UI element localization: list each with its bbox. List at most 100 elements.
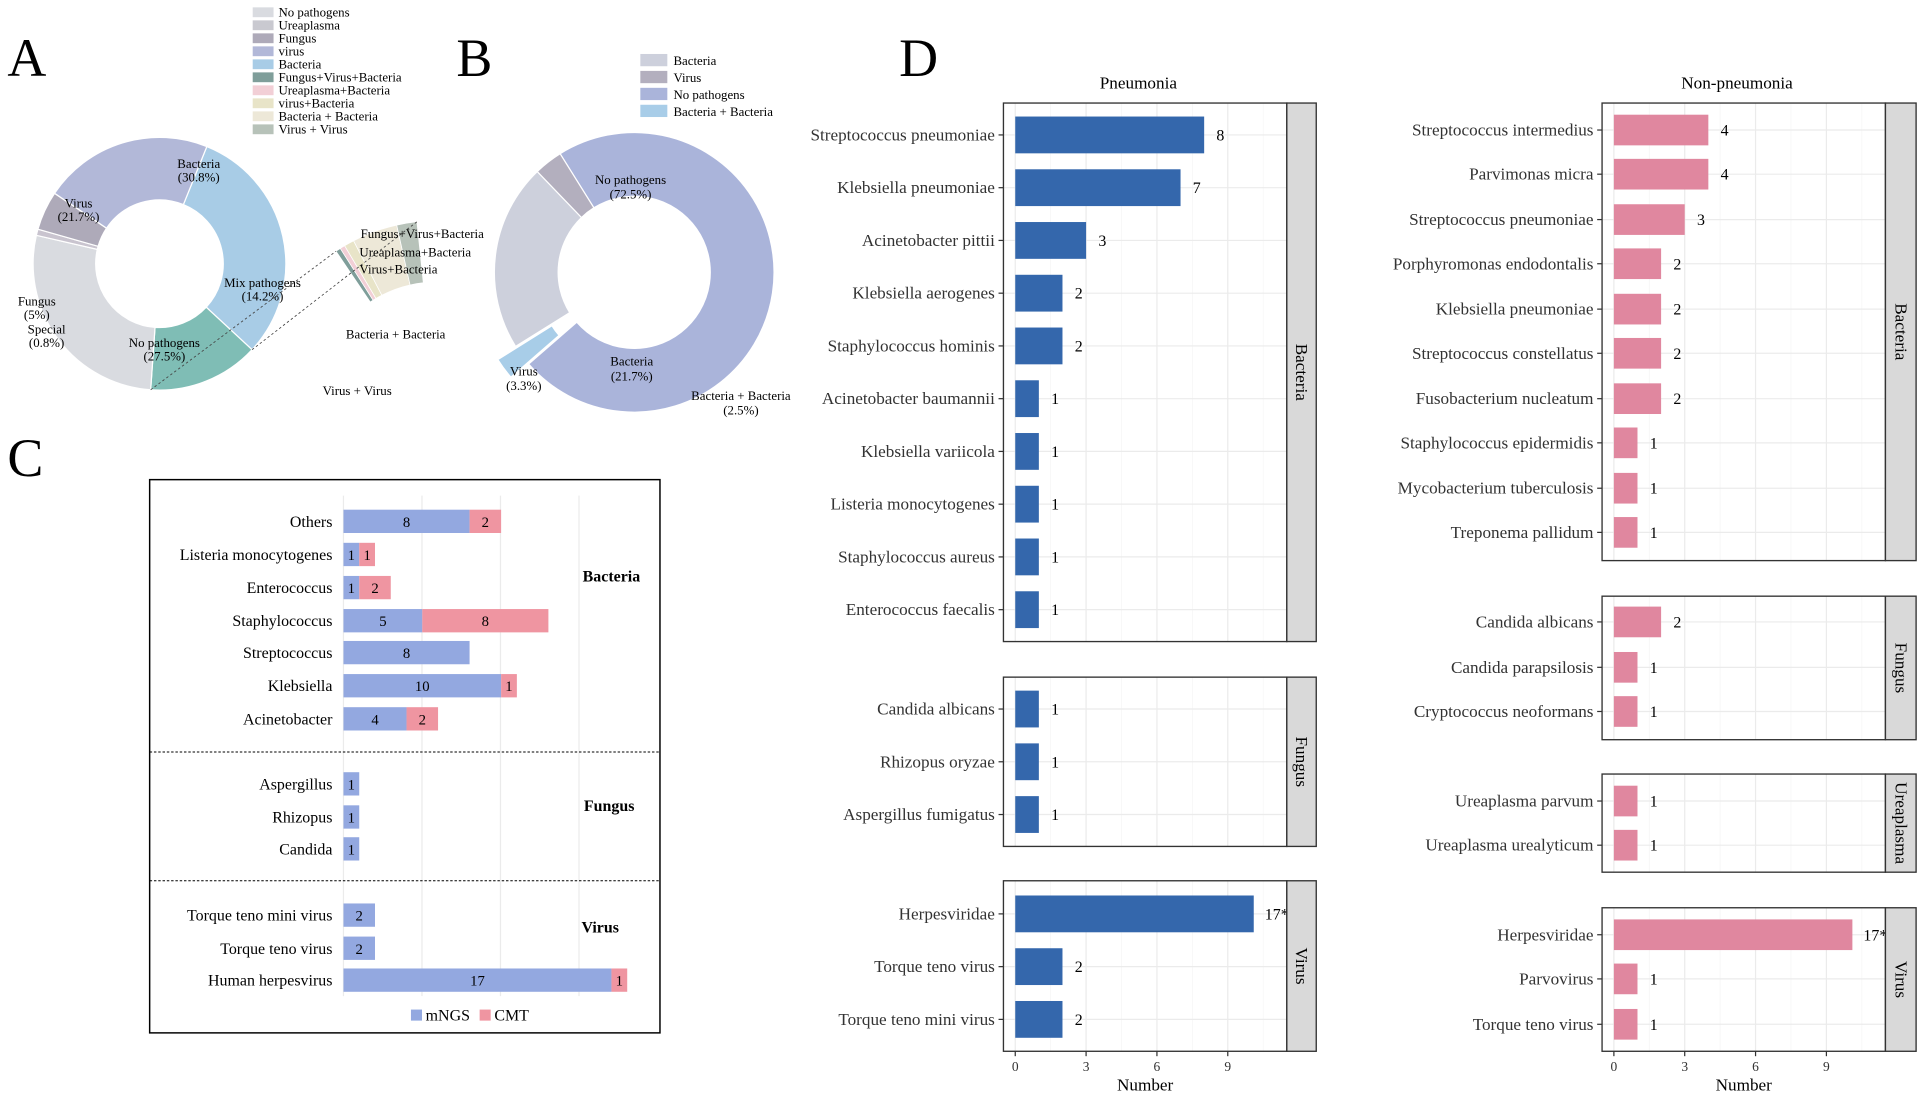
bar-value-herpesviridae: 17* (1863, 927, 1887, 944)
bar-cmt-value-acinetobacter: 2 (419, 712, 426, 728)
bar-value-candida-albicans: 2 (1673, 614, 1681, 631)
bar-klebsiella-variicola (1015, 433, 1039, 470)
bar-cmt-value-staphylococcus: 8 (482, 614, 489, 630)
bar-porphyromonas-endodontalis (1613, 248, 1662, 280)
bar-torque-teno-mini-virus (1015, 1000, 1063, 1038)
xtick-label-9: 9 (1823, 1059, 1830, 1074)
bar-herpesviridae (1015, 895, 1254, 933)
row-label-herpesviridae: Herpesviridae (899, 904, 996, 923)
bar-streptococcus-pneumoniae (1613, 204, 1685, 235)
slice-label-bacteria: Bacteria (610, 355, 653, 369)
slice-pct-special: (0.8%) (29, 336, 64, 350)
bar-mngs-value-streptococcus: 8 (403, 646, 410, 662)
panel-a-donut: No pathogensUreaplasmaFungusvirusBacteri… (18, 6, 484, 398)
row-label-streptococcus: Streptococcus (243, 645, 332, 662)
x-axis-title: Number (1117, 1076, 1174, 1095)
slice-pct-no-pathogens: (27.5%) (143, 350, 185, 364)
bar-acinetobacter-pittii (1015, 222, 1087, 259)
row-label-listeria-monocytogenes: Listeria monocytogenes (830, 495, 995, 514)
row-label-torque-teno-mini-virus: Torque teno mini virus (187, 908, 332, 925)
slice-label-fungus: Fungus (18, 294, 56, 308)
breakdown-label-ureaplasma-bacteria: Ureaplasma+Bacteria (359, 245, 471, 259)
legend-label-bacteria-bacteria: Bacteria + Bacteria (673, 105, 773, 119)
legend-swatch-mngs (410, 1009, 422, 1021)
row-label-mycobacterium-tuberculosis: Mycobacterium tuberculosis (1398, 479, 1594, 498)
slice-pct-bacteria: (30.8%) (178, 171, 220, 185)
panel-c-frame (148, 478, 661, 1034)
bar-mngs-value-aspergillus: 1 (348, 777, 355, 793)
bar-klebsiella-pneumoniae (1015, 169, 1181, 207)
legend-label-bacteria-bacteria: Bacteria + Bacteria (278, 110, 378, 124)
legend-swatch-ureaplasma-bacteria (252, 85, 274, 96)
bar-value-mycobacterium-tuberculosis: 1 (1650, 481, 1658, 498)
legend-swatch-virus-bacteria (252, 98, 274, 109)
connector-bottom (150, 250, 337, 391)
bar-value-acinetobacter-pittii: 3 (1098, 233, 1106, 250)
bar-value-fusobacterium-nucleatum: 2 (1673, 391, 1681, 408)
legend-swatch-virus (252, 46, 274, 57)
bar-cmt-staphylococcus (422, 609, 549, 633)
bar-mngs-others (343, 509, 470, 534)
row-label-streptococcus-pneumoniae: Streptococcus pneumoniae (810, 125, 995, 144)
slice-bacteria (182, 145, 287, 351)
bar-value-candida-parapsilosis: 1 (1650, 660, 1658, 677)
bar-value-streptococcus-intermedius: 4 (1721, 123, 1729, 140)
bar-mngs-klebsiella (343, 674, 502, 698)
bar-mngs-candida (343, 837, 360, 861)
legend-label-fungus: Fungus (278, 32, 316, 46)
bar-value-listeria-monocytogenes: 1 (1051, 497, 1059, 514)
legend-swatch-bacteria-bacteria (252, 111, 274, 122)
bar-klebsiella-pneumoniae (1613, 293, 1662, 325)
bar-value-klebsiella-pneumoniae: 7 (1193, 180, 1201, 197)
bar-cmt-value-enterococcus: 2 (371, 581, 378, 597)
row-label-torque-teno-virus: Torque teno virus (220, 941, 332, 958)
legend-label-ureaplasma: Ureaplasma (278, 19, 340, 33)
bar-treponema-pallidum (1613, 517, 1638, 548)
row-label-klebsiella-pneumoniae: Klebsiella pneumoniae (837, 178, 995, 197)
strip-label-bacteria: Bacteria (1891, 303, 1910, 361)
slice-no-pathogens (527, 131, 775, 413)
strip-bacteria (1884, 102, 1917, 562)
bar-mngs-torque-teno-mini-virus (343, 903, 376, 927)
bar-value-staphylococcus-epidermidis: 1 (1650, 435, 1658, 452)
bar-cmt-value-others: 2 (482, 515, 489, 531)
row-label-candida-parapsilosis: Candida parapsilosis (1451, 658, 1594, 677)
slice-no-pathogens (32, 234, 156, 391)
row-label-acinetobacter-pittii: Acinetobacter pittii (862, 231, 995, 250)
bar-value-staphylococcus-aureus: 1 (1051, 549, 1059, 566)
bar-value-streptococcus-pneumoniae: 8 (1216, 127, 1224, 144)
legend-label-virus: Virus (673, 71, 701, 85)
bar-herpesviridae (1613, 919, 1853, 951)
breakdown-label-bacteria-bacteria: Bacteria + Bacteria (346, 328, 446, 342)
breakdown-label-fungus-virus-bacteria: Fungus+Virus+Bacteria (361, 227, 484, 241)
xtick-label-6: 6 (1752, 1059, 1759, 1074)
bar-streptococcus-pneumoniae (1015, 116, 1205, 154)
slice-label-mix-pathogens: Mix pathogens (224, 276, 301, 290)
row-label-treponema-pallidum: Treponema pallidum (1451, 523, 1594, 542)
row-label-klebsiella-pneumoniae: Klebsiella pneumoniae (1436, 300, 1594, 319)
slice-label-no-pathogens: No pathogens (129, 336, 200, 350)
bar-cmt-value-human-herpesvirus: 1 (616, 974, 623, 990)
bar-value-torque-teno-virus: 1 (1650, 1017, 1658, 1034)
panel-label-c: C (7, 428, 43, 488)
row-label-staphylococcus: Staphylococcus (232, 613, 332, 630)
bar-value-candida-albicans: 1 (1051, 702, 1059, 719)
strip-ureaplasma (1884, 773, 1917, 873)
row-label-rhizopus-oryzae: Rhizopus oryzae (880, 752, 995, 771)
bar-cmt-klebsiella (501, 674, 517, 698)
row-label-torque-teno-virus: Torque teno virus (1473, 1015, 1594, 1034)
bar-parvimonas-micra (1613, 158, 1709, 190)
legend-swatch-fungus-virus-bacteria (252, 72, 274, 83)
row-label-fusobacterium-nucleatum: Fusobacterium nucleatum (1416, 389, 1594, 408)
bar-cmt-acinetobacter (406, 707, 439, 731)
bar-value-enterococcus-faecalis: 1 (1051, 602, 1059, 619)
bar-value-staphylococcus-hominis: 2 (1075, 338, 1083, 355)
bar-streptococcus-constellatus (1613, 337, 1662, 369)
legend-swatch-ureaplasma (252, 20, 274, 31)
row-label-streptococcus-constellatus: Streptococcus constellatus (1412, 344, 1594, 363)
legend-label-no-pathogens: No pathogens (278, 6, 349, 20)
bar-mngs-aspergillus (343, 772, 360, 796)
row-label-aspergillus-fumigatus: Aspergillus fumigatus (843, 805, 995, 824)
